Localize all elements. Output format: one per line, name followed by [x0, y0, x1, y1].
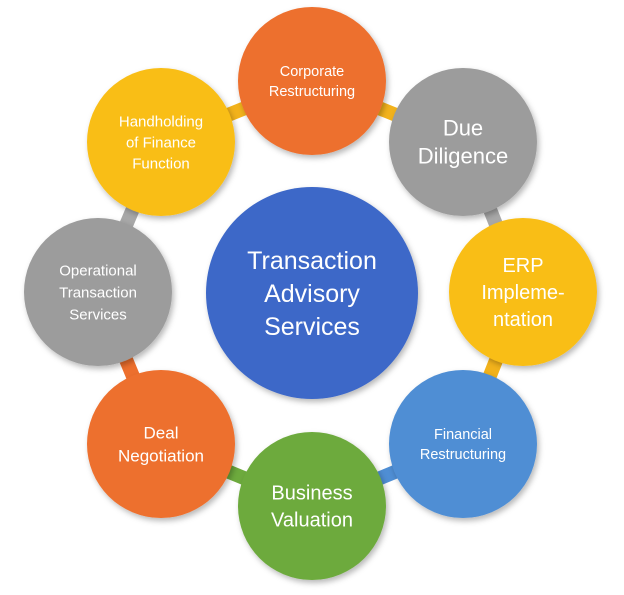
- node-handholding-of-finance-function-label-line: Function: [132, 155, 190, 172]
- node-circle-corporate-restructuring: [238, 7, 386, 155]
- node-erp-implementation-label-line: Impleme-: [481, 282, 564, 304]
- node-deal-negotiation-label-line: Deal: [144, 423, 179, 442]
- center-node-circle: [206, 187, 418, 399]
- node-circle-deal-negotiation: [87, 370, 235, 518]
- center-node-label-line: Transaction: [247, 247, 377, 275]
- node-handholding-of-finance-function-label-line: Handholding: [119, 113, 203, 130]
- node-due-diligence-label-line: Due: [443, 116, 483, 141]
- node-operational-transaction-services-label-line: Transaction: [59, 284, 137, 301]
- node-due-diligence-label-line: Diligence: [418, 144, 509, 169]
- center-node-label-line: Services: [264, 313, 360, 341]
- node-circle-business-valuation: [238, 432, 386, 580]
- node-handholding-of-finance-function-label-line: of Finance: [126, 134, 196, 151]
- node-corporate-restructuring-label-line: Corporate: [280, 64, 344, 80]
- node-layer: CorporateRestructuringDueDiligenceERPImp…: [24, 7, 597, 580]
- node-business-valuation-label-line: Business: [271, 483, 352, 505]
- node-circle-financial-restructuring: [389, 370, 537, 518]
- node-corporate-restructuring-label-line: Restructuring: [269, 84, 355, 100]
- node-circle-due-diligence: [389, 68, 537, 216]
- node-circle-erp-implementation: [449, 218, 597, 366]
- node-operational-transaction-services-label-line: Services: [69, 306, 127, 323]
- node-circle-handholding-of-finance-function: [87, 68, 235, 216]
- node-circle-operational-transaction-services: [24, 218, 172, 366]
- node-erp-implementation-label-line: ERP: [502, 255, 543, 277]
- node-operational-transaction-services-label-line: Operational: [59, 262, 137, 279]
- node-financial-restructuring-label-line: Restructuring: [420, 447, 506, 463]
- center-node-label-line: Advisory: [264, 280, 360, 308]
- node-financial-restructuring-label-line: Financial: [434, 427, 492, 443]
- node-business-valuation-label-line: Valuation: [271, 510, 353, 532]
- node-deal-negotiation-label-line: Negotiation: [118, 446, 204, 465]
- node-erp-implementation: ERP Impleme-ntation: [449, 218, 597, 366]
- node-erp-implementation-label-line: ntation: [493, 309, 553, 331]
